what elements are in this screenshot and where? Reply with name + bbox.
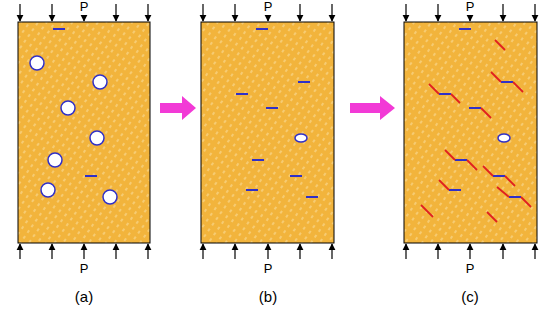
load-arrow (267, 244, 268, 259)
crack-branch (451, 94, 460, 103)
microcrack (455, 159, 467, 161)
stage-arrow (350, 96, 395, 120)
microcracks (236, 29, 318, 197)
crack-branch (487, 212, 497, 222)
load-arrow (469, 15, 470, 21)
load-arrow (202, 244, 203, 259)
pore (48, 153, 62, 167)
pore (61, 101, 75, 115)
microcrack (459, 28, 471, 30)
microcrack (501, 81, 513, 83)
load-arrow (19, 244, 20, 259)
crack-branch (429, 84, 439, 94)
load-arrow (299, 244, 300, 259)
microcrack (85, 175, 97, 177)
specimen-a (18, 22, 150, 243)
load-arrow (83, 15, 84, 21)
microcrack (290, 175, 302, 177)
microcrack (469, 107, 481, 109)
load-arrow (267, 15, 268, 21)
crack-branch (491, 72, 501, 82)
stage-arrows (160, 96, 395, 120)
microcrack (449, 189, 461, 191)
propagating-cracks (421, 40, 531, 222)
load-arrow (534, 244, 535, 259)
load-arrow (115, 4, 116, 21)
specimen-b (201, 22, 334, 243)
load-arrow (331, 244, 332, 259)
specimen-body (201, 22, 334, 243)
pore (30, 56, 44, 70)
crack-branch (445, 150, 455, 160)
load-arrow (502, 244, 503, 259)
load-label: P (80, 262, 89, 276)
crack-branch (467, 160, 477, 170)
microcrack (266, 107, 278, 109)
specimen-c (404, 22, 537, 243)
load-arrow (234, 244, 235, 259)
crack-branch (495, 40, 505, 50)
pore (103, 190, 117, 204)
pore (90, 131, 104, 145)
microcrack (256, 28, 268, 30)
crack-branch (481, 108, 491, 118)
load-label: P (466, 262, 475, 276)
microcrack (298, 81, 310, 83)
load-arrow (51, 4, 52, 21)
pore (295, 134, 307, 142)
microcrack (53, 28, 65, 30)
load-arrow (83, 244, 84, 259)
load-arrow (534, 4, 535, 21)
load-arrow (115, 244, 116, 259)
load-arrow (234, 4, 235, 21)
crack-branch (421, 205, 433, 217)
crack-branch (521, 197, 531, 207)
load-arrow (437, 244, 438, 259)
load-label: P (264, 262, 273, 276)
microcracks (439, 29, 521, 197)
load-arrow (51, 244, 52, 259)
crack-branch (483, 166, 493, 176)
crack-branch (505, 176, 515, 186)
pore (41, 183, 55, 197)
load-arrow (147, 244, 148, 259)
load-arrow (202, 4, 203, 21)
pore (93, 75, 107, 89)
pore (498, 134, 510, 142)
load-arrow (502, 4, 503, 21)
panel-label: (a) (75, 289, 93, 306)
specimen-body (18, 22, 150, 243)
microcrack (246, 189, 258, 191)
load-arrow (437, 4, 438, 21)
specimen-body (404, 22, 537, 243)
microcrack (509, 196, 521, 198)
load-arrow (147, 4, 148, 21)
load-arrow (405, 244, 406, 259)
load-label: P (264, 0, 273, 14)
crack-branch (513, 82, 523, 92)
load-arrows (20, 4, 535, 259)
crack-branch (439, 180, 449, 190)
microcrack (236, 93, 248, 95)
load-arrow (405, 4, 406, 21)
microcrack (306, 196, 318, 198)
microcracks (53, 29, 97, 176)
microcrack (252, 159, 264, 161)
pores (30, 56, 117, 204)
load-arrow (469, 244, 470, 259)
stage-arrow (160, 96, 196, 120)
microcrack (439, 93, 451, 95)
load-arrow (331, 4, 332, 21)
crack-branch (497, 187, 509, 197)
panel-label: (b) (259, 289, 277, 306)
load-arrow (19, 4, 20, 21)
panel-label: (c) (461, 289, 479, 306)
load-label: P (466, 0, 475, 14)
microcrack (493, 175, 505, 177)
load-label: P (80, 0, 89, 14)
load-arrow (299, 4, 300, 21)
